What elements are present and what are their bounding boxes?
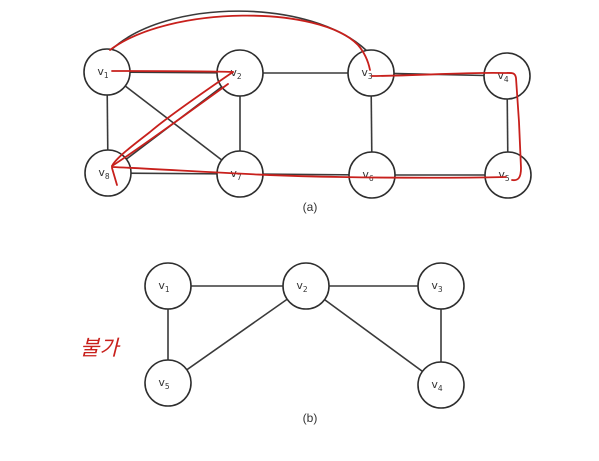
b-node-v1: v1	[144, 262, 192, 310]
a-node-v4-circle	[483, 52, 531, 100]
b-edge-v5-v2	[167, 285, 307, 384]
a-node-v4-label: v4	[497, 69, 509, 84]
graph-a-red-annotation	[109, 14, 522, 186]
annotation-impossible: 불가	[80, 336, 121, 360]
a-node-v6-circle	[348, 151, 396, 199]
b-node-v5-circle	[144, 359, 192, 407]
a-red-stroke-v1-v2	[111, 70, 234, 73]
b-node-v3-circle	[417, 262, 465, 310]
a-node-v3: v3	[347, 49, 395, 97]
a-node-v5-label: v5	[498, 168, 510, 183]
caption-a: (a)	[303, 200, 318, 214]
b-node-v3-label: v3	[431, 279, 443, 294]
a-node-v8-label: v8	[98, 166, 110, 181]
b-node-v4-label: v4	[431, 378, 443, 393]
a-node-v6-label: v6	[362, 168, 374, 183]
b-node-v1-circle	[144, 262, 192, 310]
a-node-v1: v1	[83, 48, 131, 96]
b-node-v4: v4	[417, 361, 465, 409]
graph-b-nodes: v1 v2 v3 v4 v5	[144, 262, 465, 409]
a-node-v2-label: v2	[230, 66, 242, 81]
a-red-tail-v8	[111, 167, 118, 186]
b-node-v5: v5	[144, 359, 192, 407]
b-node-v4-circle	[417, 361, 465, 409]
a-red-stroke-v8-v5	[111, 166, 507, 179]
b-node-v5-label: v5	[158, 376, 170, 391]
a-node-v1-circle	[83, 48, 131, 96]
a-red-arc-v1-v3	[109, 14, 371, 71]
a-red-stroke-v3-v4-v5	[371, 71, 522, 182]
a-node-v5-circle	[484, 151, 532, 199]
a-node-v4: v4	[483, 52, 531, 100]
a-node-v3-circle	[347, 49, 395, 97]
b-node-v3: v3	[417, 262, 465, 310]
b-node-v2: v2	[282, 262, 330, 310]
a-red-stroke-v2-v8	[111, 71, 234, 167]
a-red-stroke-v8-v2	[111, 83, 229, 167]
b-edge-v2-v4	[305, 285, 442, 386]
a-node-v2: v2	[216, 49, 264, 97]
a-node-v3-label: v3	[361, 66, 373, 81]
b-node-v1-label: v1	[158, 279, 170, 294]
caption-b: (b)	[303, 411, 318, 425]
b-node-v2-label: v2	[296, 279, 308, 294]
a-node-v5: v5	[484, 151, 532, 199]
a-node-v1-label: v1	[97, 65, 109, 80]
a-node-v6: v6	[348, 151, 396, 199]
b-node-v2-circle	[282, 262, 330, 310]
